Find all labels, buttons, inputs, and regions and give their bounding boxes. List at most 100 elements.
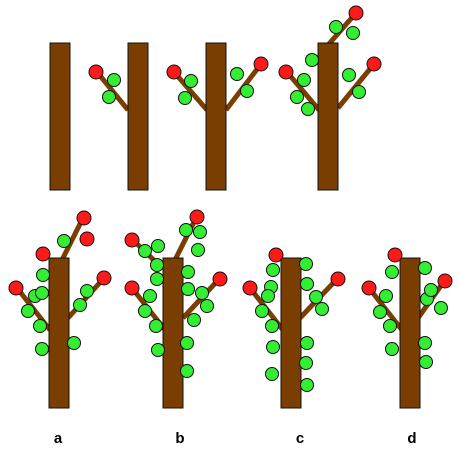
trunk <box>399 257 421 409</box>
bud <box>348 5 364 21</box>
bud <box>330 271 346 287</box>
bud <box>212 271 228 287</box>
leaf <box>329 20 343 34</box>
leaf <box>200 299 214 313</box>
leaf <box>195 286 209 300</box>
leaf <box>379 289 393 303</box>
leaf <box>300 378 314 392</box>
leaf <box>138 244 152 258</box>
bud <box>278 64 294 80</box>
leaf <box>150 272 164 286</box>
trunk <box>48 257 70 409</box>
leaf <box>179 223 193 237</box>
bud <box>268 247 284 263</box>
bud <box>366 56 382 72</box>
leaf <box>300 336 314 350</box>
leaf <box>255 304 269 318</box>
leaf <box>35 342 49 356</box>
bud <box>189 209 205 225</box>
trunk <box>317 42 339 191</box>
leaf <box>73 298 87 312</box>
bud <box>76 210 92 226</box>
leaf <box>230 67 244 81</box>
leaf <box>299 356 313 370</box>
branch <box>66 276 106 320</box>
leaf <box>193 225 207 239</box>
leaf <box>21 304 35 318</box>
leaf <box>187 313 201 327</box>
bud <box>124 232 140 248</box>
bud <box>437 273 453 289</box>
leaf <box>151 239 165 253</box>
leaf <box>266 340 280 354</box>
leaf <box>143 289 157 303</box>
branch <box>285 70 321 112</box>
leaf <box>265 319 279 333</box>
leaf <box>309 290 323 304</box>
leaf <box>240 84 254 98</box>
branch <box>172 70 209 112</box>
panel-label-a: a <box>53 430 63 447</box>
leaf <box>261 289 275 303</box>
leaf <box>33 319 47 333</box>
leaf <box>149 319 163 333</box>
leaf <box>184 74 198 88</box>
bud <box>124 280 140 296</box>
trunk <box>127 42 149 191</box>
leaf <box>181 265 195 279</box>
leaf <box>424 283 438 297</box>
leaf <box>418 261 432 275</box>
bud <box>361 280 377 296</box>
leaf <box>297 73 311 87</box>
leaf <box>80 284 94 298</box>
panel-label-d: d <box>407 430 417 447</box>
leaf <box>102 90 116 104</box>
leaf <box>434 301 448 315</box>
bud <box>166 64 182 80</box>
leaf <box>150 258 164 272</box>
leaf <box>305 53 319 67</box>
leaf <box>181 282 195 296</box>
leaf <box>35 286 49 300</box>
bud <box>35 246 51 262</box>
bud <box>79 231 95 247</box>
trunk <box>280 257 302 409</box>
leaf <box>290 90 304 104</box>
leaf <box>300 277 314 291</box>
leaf <box>107 73 121 87</box>
leaf <box>383 319 397 333</box>
leaf <box>342 68 356 82</box>
trunk <box>205 42 227 191</box>
leaf <box>138 304 152 318</box>
trunk <box>49 42 71 191</box>
leaf <box>265 367 279 381</box>
bud <box>242 280 258 296</box>
panel-label-c: c <box>295 430 305 447</box>
leaf <box>385 342 399 356</box>
leaf <box>352 85 366 99</box>
leaf <box>419 355 433 369</box>
leaf <box>36 268 50 282</box>
leaf <box>67 336 81 350</box>
bud <box>387 247 403 263</box>
trunk <box>162 257 184 409</box>
leaf <box>299 257 313 271</box>
leaf <box>178 91 192 105</box>
leaf <box>180 364 194 378</box>
panel-label-b: b <box>175 430 185 447</box>
leaf <box>315 302 329 316</box>
leaf <box>385 265 399 279</box>
leaf <box>266 263 280 277</box>
bud <box>88 64 104 80</box>
leaf <box>57 234 71 248</box>
leaf <box>191 243 205 257</box>
leaf <box>180 336 194 350</box>
leaf <box>301 102 315 116</box>
leaf <box>151 343 165 357</box>
bud <box>96 270 112 286</box>
bud <box>253 56 269 72</box>
leaf <box>418 336 432 350</box>
leaf <box>373 305 387 319</box>
leaf <box>346 26 360 40</box>
